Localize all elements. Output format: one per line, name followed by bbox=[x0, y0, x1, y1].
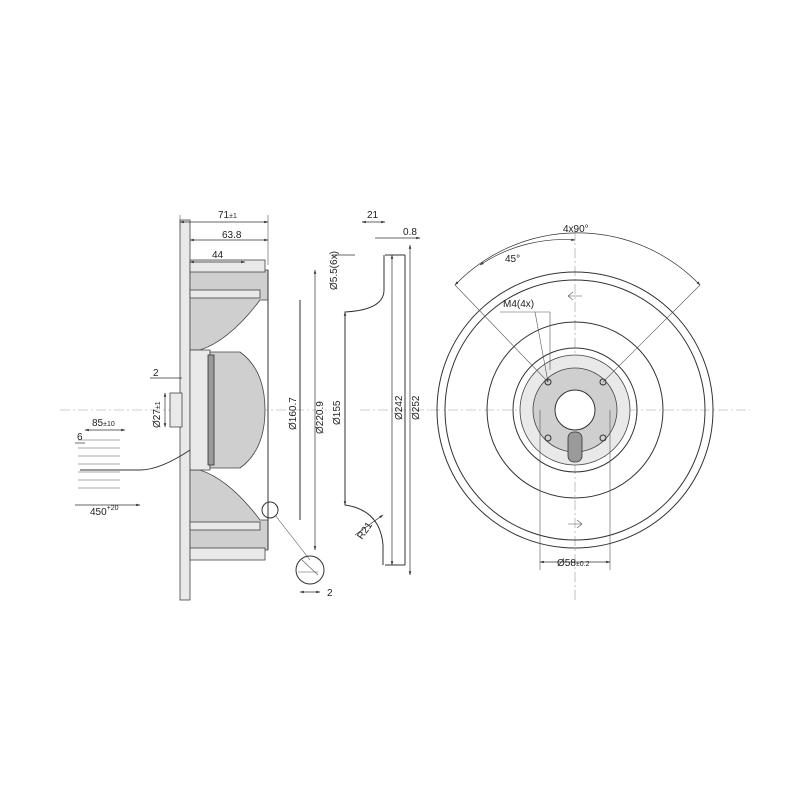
thickness-0-8-label: 0.8 bbox=[403, 227, 417, 238]
direction-arrow-icon bbox=[568, 519, 583, 529]
thread-label: M4(4x) bbox=[503, 299, 534, 310]
dia-220-9-label: Ø220.9 bbox=[315, 401, 326, 434]
shaft-bore bbox=[554, 389, 596, 431]
dia-155-label: Ø155 bbox=[332, 400, 343, 425]
svg-text:450+20: 450+20 bbox=[90, 505, 119, 518]
depth-63-8-label: 63.8 bbox=[222, 230, 242, 241]
upper-blades bbox=[189, 269, 269, 351]
cable-strip-tol: ±10 bbox=[103, 421, 115, 428]
side-view: 71±1 63.8 44 2 Ø27±1 Ø160.7 Ø220.9 85±10… bbox=[60, 210, 333, 601]
cable-length-label: 450 bbox=[90, 507, 107, 518]
svg-text:Ø58±0.2: Ø58±0.2 bbox=[557, 558, 590, 569]
connector-slot bbox=[567, 431, 583, 463]
dia-252-label: Ø252 bbox=[411, 395, 422, 420]
hub-dia-tol: ±1 bbox=[155, 401, 162, 409]
outer-circle-inner bbox=[444, 279, 706, 541]
motor-stator bbox=[189, 349, 211, 471]
detail-circle bbox=[261, 501, 279, 519]
dia-160-7-label: Ø160.7 bbox=[288, 397, 299, 430]
mount-hole bbox=[599, 434, 607, 442]
svg-text:Ø27±1: Ø27±1 bbox=[152, 401, 163, 428]
depth-71-label: 71 bbox=[218, 210, 230, 221]
pattern-label: 4x90° bbox=[563, 224, 589, 235]
lower-blades bbox=[189, 469, 269, 551]
motor-rotor bbox=[209, 351, 266, 469]
mount-hole bbox=[599, 378, 607, 386]
shaft-dia-label: Ø58 bbox=[557, 558, 576, 569]
front-view: 4x90° 45° M4(4x) Ø58±0.2 bbox=[430, 224, 750, 600]
detail-dim-2-label: 2 bbox=[327, 588, 333, 599]
radius-label: R21 bbox=[355, 520, 375, 542]
mount-hole bbox=[544, 434, 552, 442]
cable-strip-label: 85 bbox=[92, 418, 104, 429]
svg-text:85±10: 85±10 bbox=[92, 418, 115, 429]
thickness-21-label: 21 bbox=[367, 210, 379, 221]
detail-view-circle bbox=[295, 555, 325, 585]
depth-71-tol: ±1 bbox=[229, 213, 237, 220]
profile-view: 21 0.8 Ø5.5(6x) Ø155 Ø242 Ø252 R21 bbox=[329, 210, 430, 576]
shaft-dia-tol: ±0.2 bbox=[576, 561, 590, 568]
outer-circle bbox=[436, 271, 714, 549]
dia-242-label: Ø242 bbox=[394, 395, 405, 420]
cable-wires bbox=[78, 439, 120, 489]
depth-44-label: 44 bbox=[212, 250, 224, 261]
wire-pitch-label: 6 bbox=[77, 432, 83, 443]
cable bbox=[80, 449, 191, 471]
inlet-circle bbox=[486, 321, 664, 499]
motor-flange bbox=[512, 347, 638, 473]
svg-text:71±1: 71±1 bbox=[218, 210, 237, 221]
hub bbox=[169, 392, 183, 428]
dim-2-left-label: 2 bbox=[153, 368, 159, 379]
cable-length-tol: +20 bbox=[107, 505, 119, 512]
direction-arrow-icon bbox=[567, 291, 582, 301]
hub-dia-label: Ø27 bbox=[152, 409, 163, 428]
hole-dia-label: Ø5.5(6x) bbox=[329, 251, 340, 290]
angle-label: 45° bbox=[505, 254, 520, 265]
